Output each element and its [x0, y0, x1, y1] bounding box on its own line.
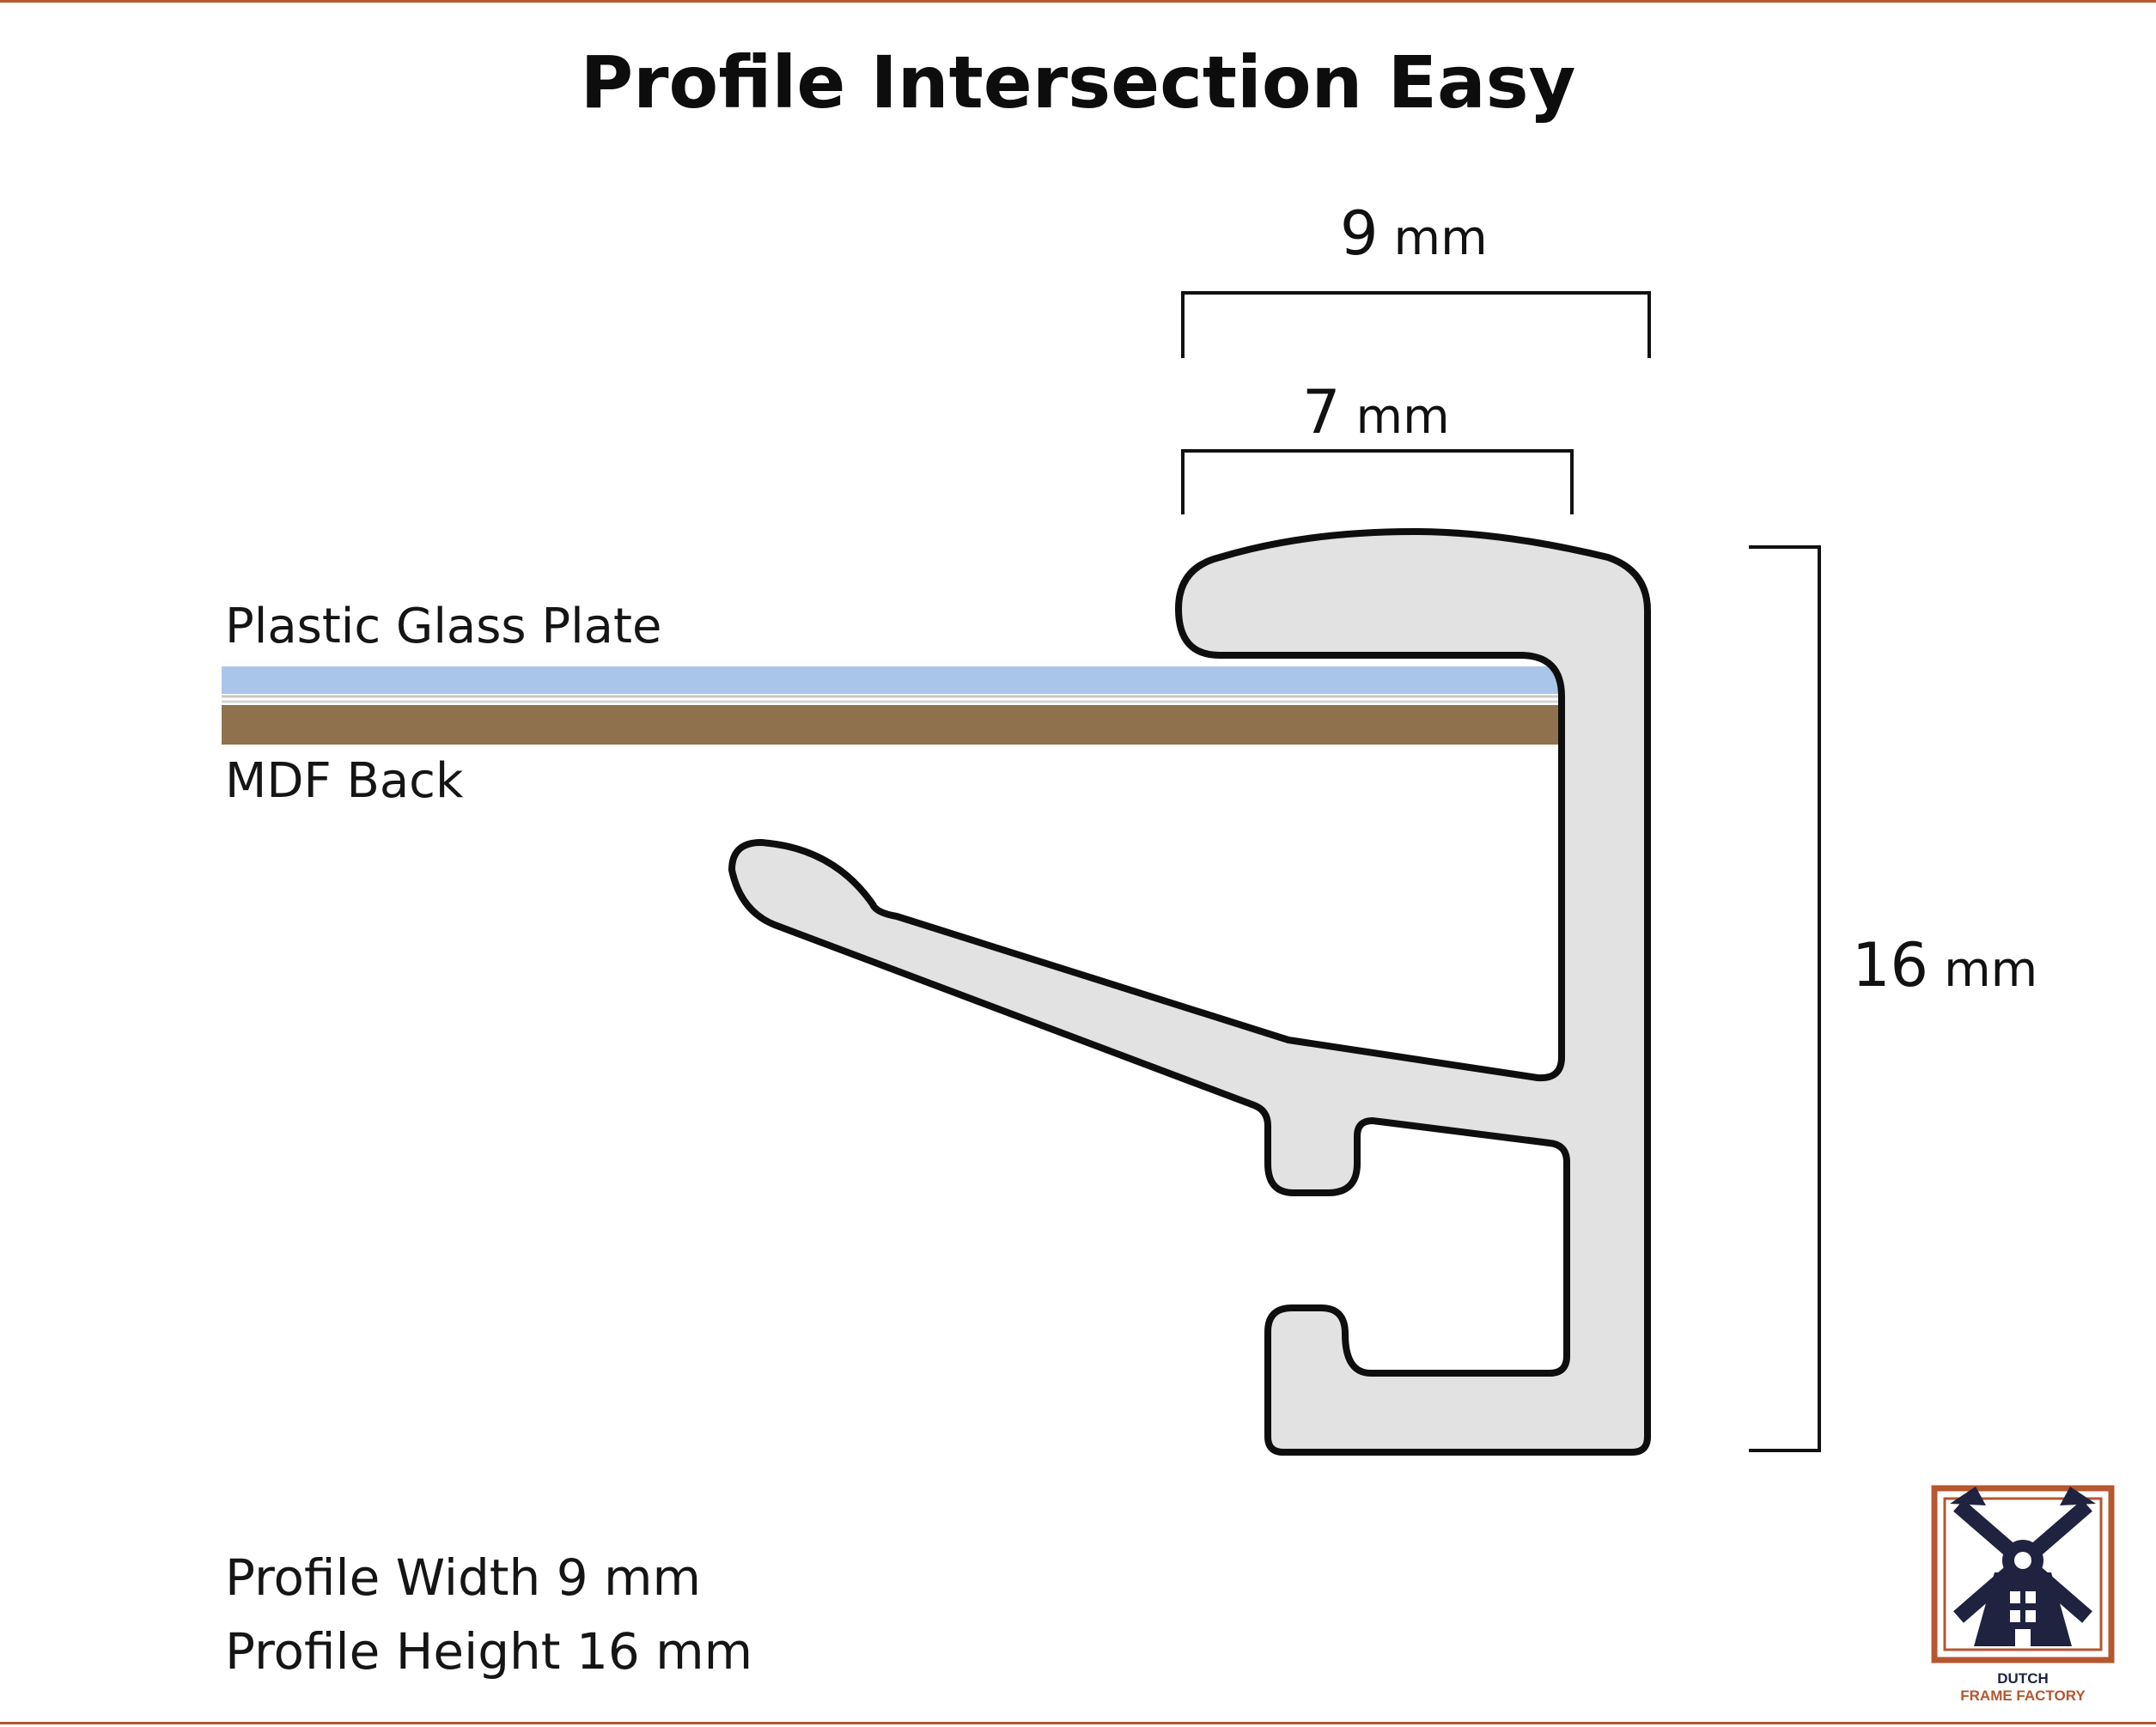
outer-width-dimension-bracket	[1181, 291, 1651, 358]
mdf-back-layer	[222, 705, 1562, 745]
profile-cross-section-drawing	[222, 291, 1821, 1456]
profile-width-spec: Profile Width 9 mm	[225, 1548, 702, 1607]
height-unit: mm	[1944, 942, 2038, 998]
page-title: Profile Intersection Easy	[580, 40, 1576, 125]
inner-width-unit: mm	[1355, 389, 1450, 445]
plastic-glass-plate-label: Plastic Glass Plate	[225, 599, 662, 654]
dutch-frame-factory-logo: DUTCH FRAME FACTORY	[1924, 1478, 2122, 1710]
height-dimension-label: 16 mm	[1852, 930, 2037, 1000]
outer-width-unit: mm	[1393, 210, 1488, 266]
inner-width-dimension-bracket	[1181, 449, 1574, 514]
profile-height-spec: Profile Height 16 mm	[225, 1622, 753, 1681]
logo-line2: FRAME FACTORY	[1960, 1687, 2086, 1704]
logo-line1: DUTCH	[1997, 1670, 2049, 1687]
outer-width-value: 9	[1340, 198, 1379, 269]
height-value: 16	[1852, 930, 1929, 1000]
mdf-back-label: MDF Back	[225, 753, 464, 809]
windmill-logo-icon	[1931, 1485, 2115, 1663]
height-dimension-bracket	[1749, 545, 1821, 1452]
frame-profile-shape	[728, 528, 1651, 1456]
plastic-glass-plate-layer	[222, 666, 1562, 694]
inner-width-value: 7	[1302, 377, 1341, 447]
